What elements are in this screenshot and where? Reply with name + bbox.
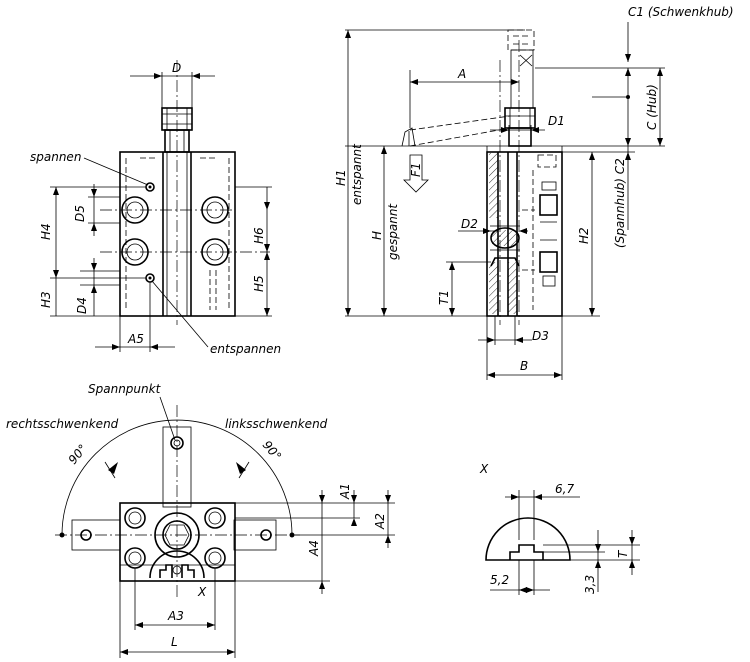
label-linksschwenkend: linksschwenkend	[225, 417, 328, 431]
label-T: T	[616, 549, 630, 558]
label-H3: H3	[39, 291, 53, 308]
label-A4: A4	[307, 540, 321, 557]
side-view: F1 A D1 C1 (Schwenkhub) C (Hub) (Sp	[334, 5, 734, 380]
label-rechtsschwenkend: rechtsschwenkend	[6, 417, 119, 431]
port-spannen	[145, 182, 155, 192]
label-H5: H5	[252, 275, 266, 292]
label-3-3: 3,3	[583, 575, 597, 594]
label-C1: C1 (Schwenkhub)	[628, 5, 734, 19]
label-F1: F1	[409, 162, 423, 177]
plate-hole	[204, 507, 226, 529]
label-H: H	[370, 231, 384, 240]
label-entspannen: entspannen	[210, 342, 281, 356]
label-D4: D4	[75, 297, 89, 314]
label-A1: A1	[338, 483, 352, 500]
front-view: D spannen entspannen D5 H4 H3 D4	[30, 60, 281, 356]
label-C-hub: C (Hub)	[645, 84, 659, 130]
label-X-detail: X	[479, 462, 489, 476]
label-spannen: spannen	[30, 150, 81, 164]
label-D2: D2	[461, 217, 478, 231]
label-H1: H1	[334, 169, 348, 186]
label-spannpunkt: Spannpunkt	[88, 382, 162, 396]
label-H4: H4	[39, 223, 53, 240]
force-arrow-F1: F1	[403, 154, 429, 193]
detail-x: X 6,7 5,2 T 3,3	[479, 462, 640, 595]
label-X-bottom: X	[197, 585, 207, 599]
label-gespannt: gespannt	[386, 203, 400, 260]
label-A: A	[457, 67, 466, 81]
port-entspannen	[145, 273, 155, 283]
label-entspannt: entspannt	[350, 143, 364, 205]
label-H6: H6	[252, 227, 266, 244]
label-deg-left: 90°	[66, 442, 90, 467]
label-D: D	[172, 61, 181, 75]
label-C2: (Spannhub) C2	[613, 158, 627, 248]
label-L: L	[171, 635, 178, 649]
label-5-2: 5,2	[490, 573, 509, 587]
plate-hole	[124, 507, 146, 529]
label-D5: D5	[73, 205, 87, 222]
label-H2: H2	[577, 227, 591, 244]
label-A5: A5	[127, 332, 144, 346]
label-A2: A2	[373, 513, 387, 530]
label-A3: A3	[167, 609, 184, 623]
label-D3: D3	[532, 329, 549, 343]
label-6-7: 6,7	[555, 482, 574, 496]
top-view: 90° 90° rechtsschwenkend linksschwenkend…	[6, 382, 395, 658]
label-T1: T1	[437, 290, 451, 305]
label-B: B	[520, 359, 528, 373]
label-D1: D1	[548, 114, 565, 128]
